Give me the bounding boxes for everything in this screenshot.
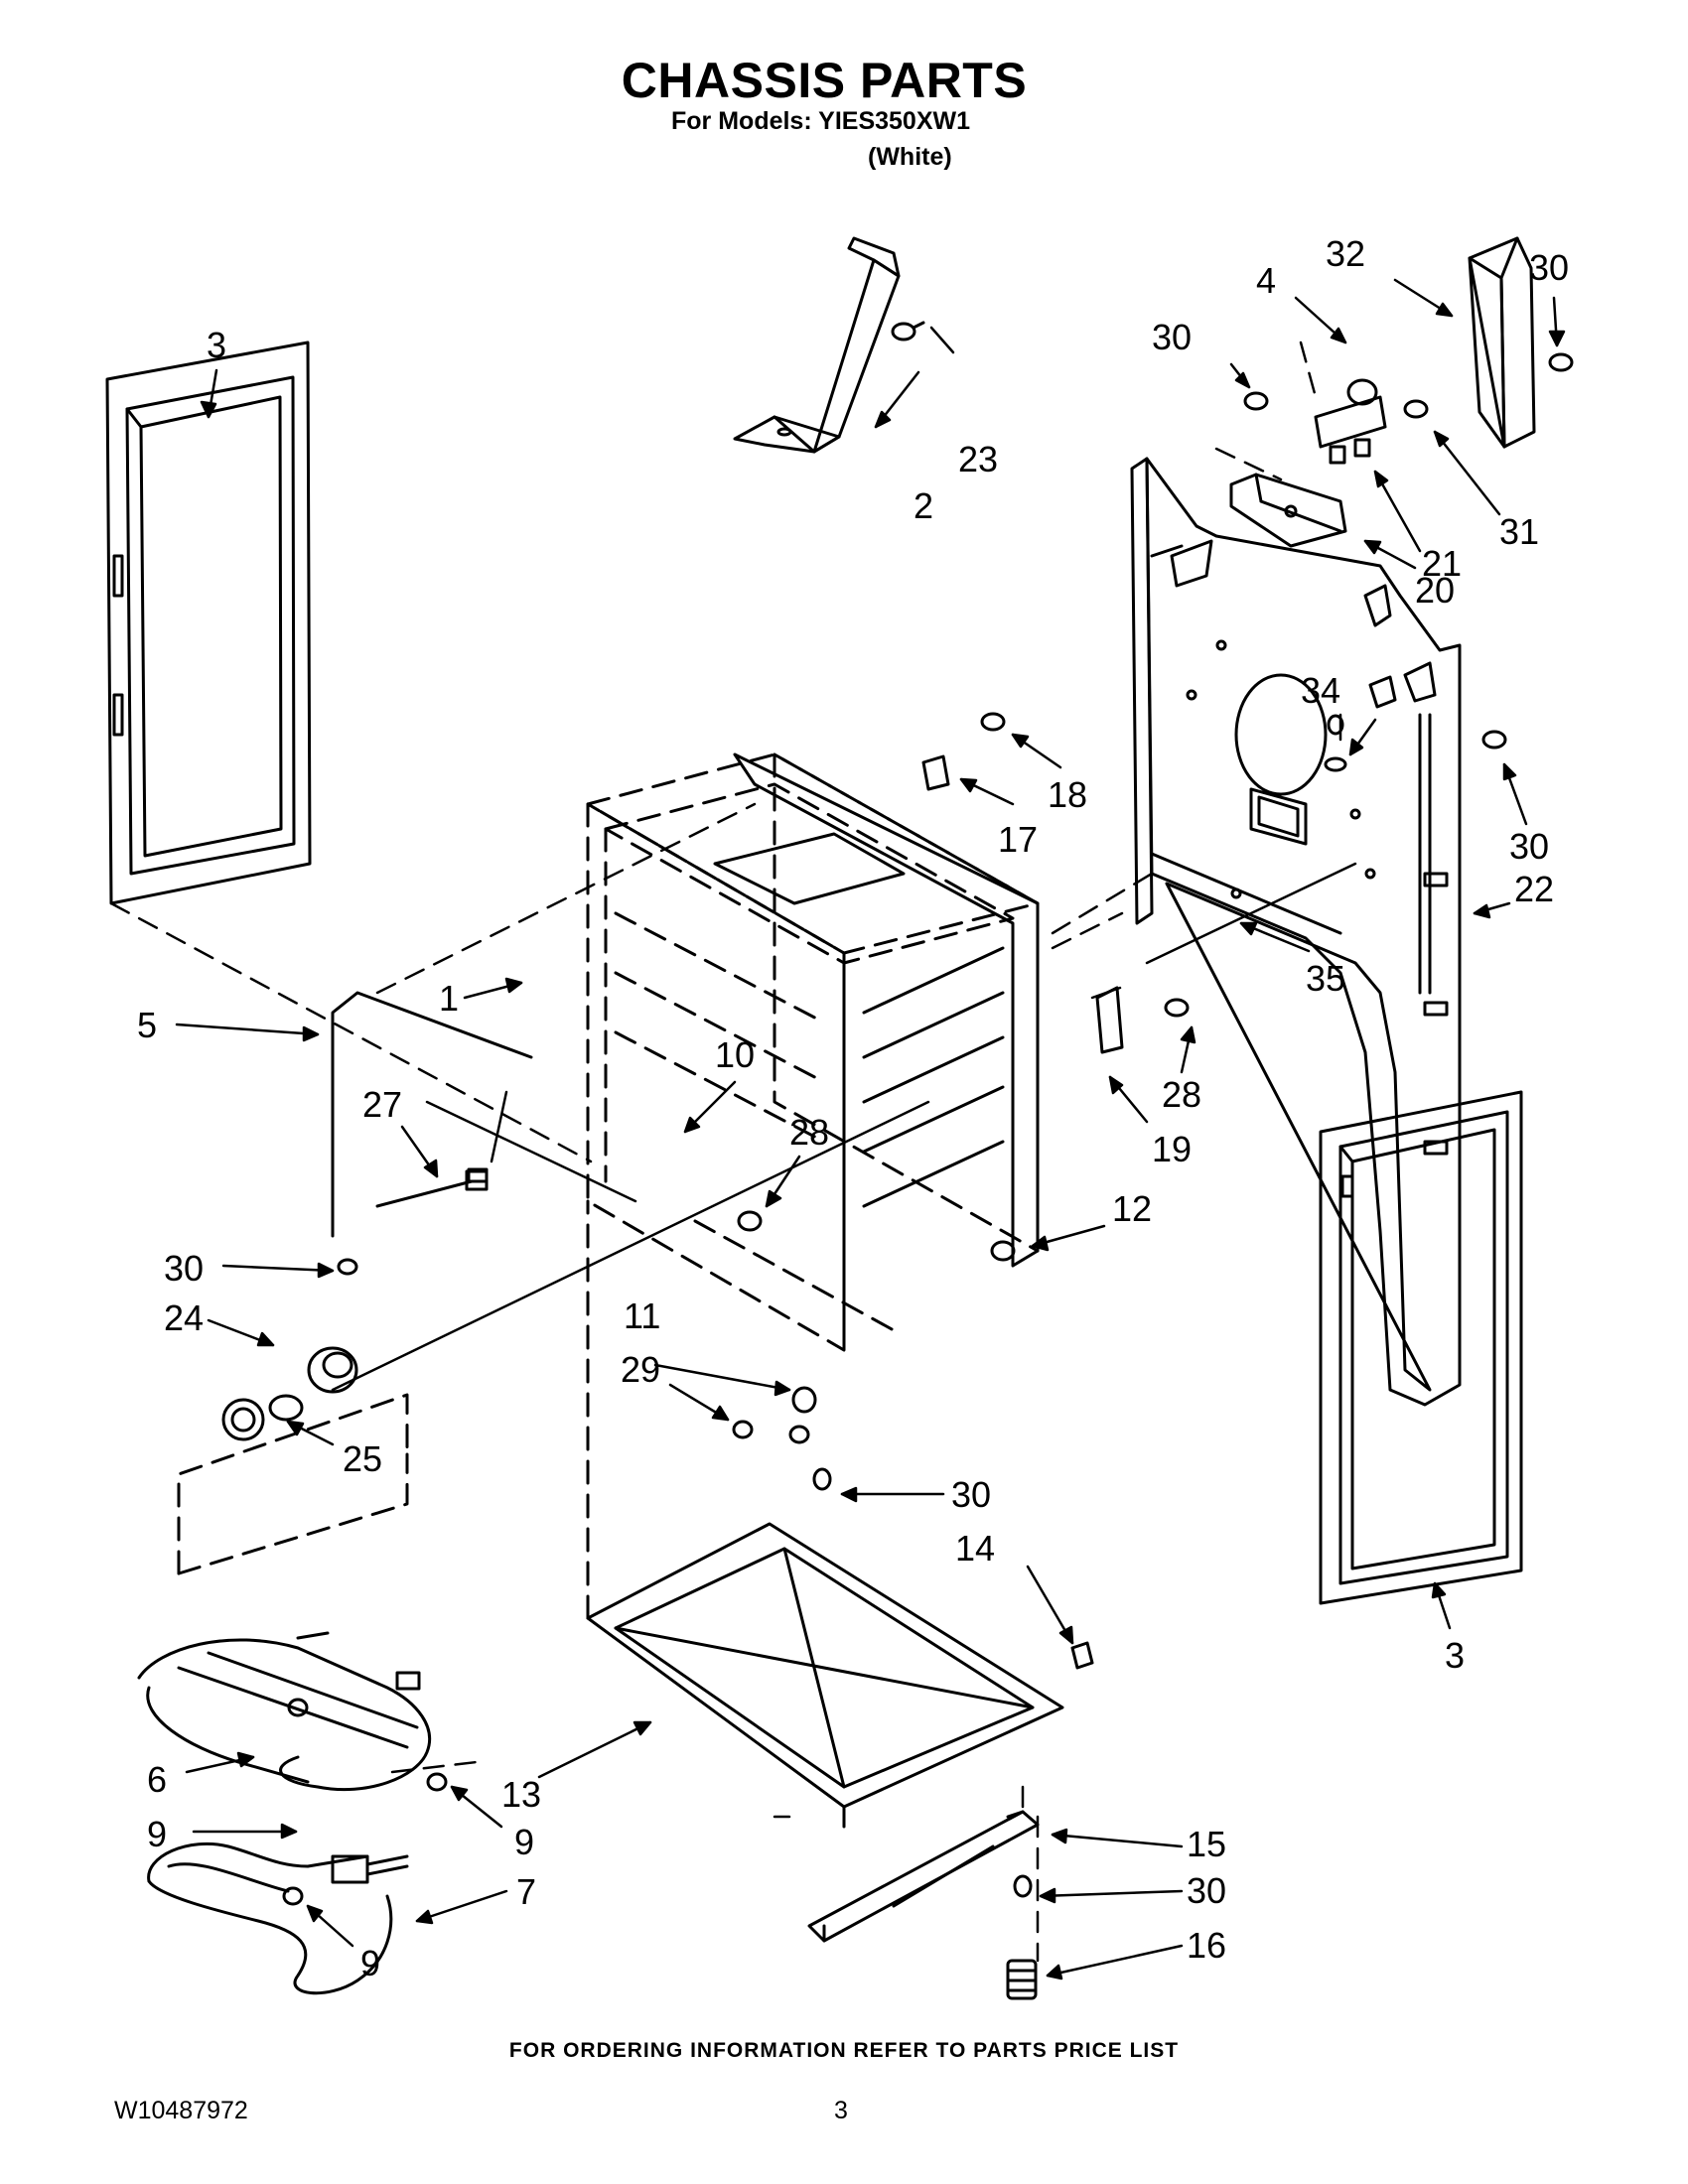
callout-5: 5 xyxy=(137,1005,157,1045)
callout-3-right: 3 xyxy=(1445,1635,1465,1676)
callout-23: 23 xyxy=(958,439,998,479)
callout-9-c: 9 xyxy=(360,1943,380,1983)
callout-16: 16 xyxy=(1187,1925,1226,1966)
callout-19: 19 xyxy=(1152,1129,1192,1169)
callout-20: 20 xyxy=(1415,570,1455,611)
page-title: CHASSIS PARTS xyxy=(621,53,1028,108)
leveling-rail xyxy=(807,1810,1040,1943)
callout-3-left: 3 xyxy=(207,325,226,365)
callout-27: 27 xyxy=(362,1084,402,1125)
callout-7: 7 xyxy=(516,1871,536,1912)
solid-connection-lines xyxy=(331,862,1357,1392)
callout-15: 15 xyxy=(1187,1824,1226,1864)
callout-17: 17 xyxy=(998,819,1038,860)
callout-24: 24 xyxy=(164,1297,204,1338)
callout-11: 11 xyxy=(624,1296,660,1336)
callout-30-bottom: 30 xyxy=(1187,1870,1226,1911)
callout-31: 31 xyxy=(1499,511,1539,552)
callout-22: 22 xyxy=(1514,869,1554,909)
left-side-panel xyxy=(105,341,312,905)
callout-2: 2 xyxy=(914,485,933,526)
callout-12: 12 xyxy=(1112,1188,1152,1229)
callout-35: 35 xyxy=(1306,958,1345,999)
bracket-20 xyxy=(1229,473,1347,548)
callout-30-right-top: 30 xyxy=(1529,247,1569,288)
oven-light-assembly xyxy=(177,1346,409,1575)
alignment-lines xyxy=(109,341,1318,1963)
rear-bracket-32 xyxy=(1468,236,1536,449)
models-line: For Models: YIES350XW1 xyxy=(671,107,971,135)
leveling-leg xyxy=(1006,1959,1038,2000)
callout-32: 32 xyxy=(1326,233,1365,274)
callout-18: 18 xyxy=(1048,774,1087,815)
callout-30-top: 30 xyxy=(1152,317,1192,357)
broil-element xyxy=(147,1842,409,1995)
door-gasket xyxy=(331,991,533,1238)
callout-9-a: 9 xyxy=(147,1814,167,1854)
oven-cavity-outline xyxy=(713,752,1040,1268)
callout-28-right: 28 xyxy=(1162,1074,1201,1115)
callout-4: 4 xyxy=(1256,260,1276,301)
callout-1: 1 xyxy=(439,978,459,1019)
callout-9-b: 9 xyxy=(514,1822,534,1862)
bake-element xyxy=(137,1631,432,1792)
right-side-panel xyxy=(1319,1090,1523,1605)
page-number: 3 xyxy=(834,2097,848,2124)
rear-panel xyxy=(1130,457,1462,1407)
anti-tip-bracket xyxy=(733,236,901,454)
callout-21: 21 xyxy=(1422,543,1462,584)
callout-10: 10 xyxy=(715,1034,755,1075)
oven-bottom-panel xyxy=(586,1199,1064,1829)
callout-28-mid: 28 xyxy=(789,1112,829,1153)
oven-sensor xyxy=(375,1167,489,1208)
callout-6: 6 xyxy=(147,1759,167,1800)
callout-14: 14 xyxy=(955,1528,995,1569)
terminal-block xyxy=(1314,378,1387,465)
ordering-note: FOR ORDERING INFORMATION REFER TO PARTS … xyxy=(508,2039,1180,2062)
callout-30-left: 30 xyxy=(164,1248,204,1289)
leader-arrows xyxy=(175,278,1566,1980)
document-number: W10487972 xyxy=(114,2097,248,2124)
small-parts xyxy=(282,321,1574,1906)
callout-30-right-mid: 30 xyxy=(1509,826,1549,867)
callout-30-center: 30 xyxy=(951,1474,991,1515)
callout-25: 25 xyxy=(343,1438,382,1479)
callout-labels: 3 2 23 30 4 32 30 31 21 20 34 30 22 18 1… xyxy=(137,233,1569,1983)
callout-29: 29 xyxy=(621,1349,660,1390)
variant-line: (White) xyxy=(868,143,952,171)
callout-34: 34 xyxy=(1301,670,1340,711)
callout-13: 13 xyxy=(501,1774,541,1815)
